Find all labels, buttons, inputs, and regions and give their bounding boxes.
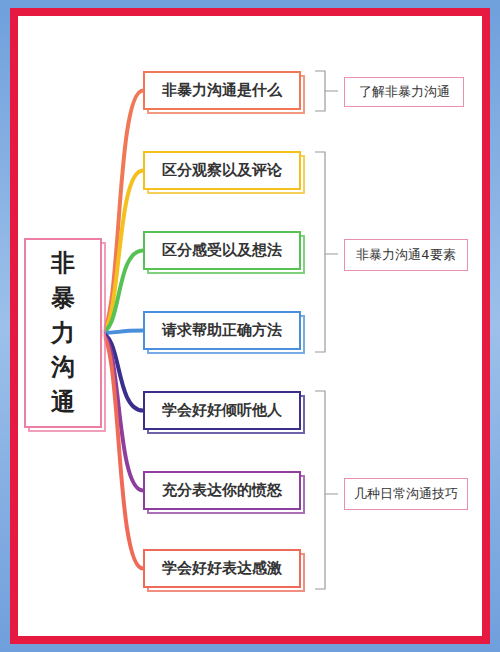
topic-text: 请求帮助正确方法 <box>162 321 282 340</box>
topic-text: 区分观察以及评论 <box>162 161 282 180</box>
branch-topic-box: 区分感受以及想法 <box>143 231 301 270</box>
root-topic-box: 非暴力沟通 <box>24 238 102 428</box>
branch-connector <box>100 331 143 334</box>
group-bracket <box>315 152 338 352</box>
branch-topic-box: 请求帮助正确方法 <box>143 311 301 350</box>
branch-topic-box: 学会好好表达感激 <box>143 549 301 588</box>
branch-connector <box>100 251 143 334</box>
branch-topic-box: 非暴力沟通是什么 <box>143 71 301 110</box>
summary-box: 非暴力沟通4要素 <box>344 239 468 271</box>
summary-box: 了解非暴力沟通 <box>344 77 464 107</box>
topic-text: 非暴力沟通是什么 <box>162 81 282 100</box>
branch-topic-box: 区分观察以及评论 <box>143 151 301 190</box>
group-bracket <box>315 71 338 111</box>
summary-box: 几种日常沟通技巧 <box>344 478 468 510</box>
topic-text: 充分表达你的愤怒 <box>162 481 282 500</box>
topic-text: 非暴力沟通4要素 <box>356 246 455 264</box>
branch-topic-box: 学会好好倾听他人 <box>143 391 301 430</box>
branch-connector <box>100 91 143 334</box>
topic-text: 区分感受以及想法 <box>162 241 282 260</box>
topic-text: 学会好好表达感激 <box>162 559 282 578</box>
branch-topic-box: 充分表达你的愤怒 <box>143 471 301 510</box>
topic-text: 几种日常沟通技巧 <box>354 485 458 503</box>
branch-connector <box>100 333 143 569</box>
branch-connector <box>100 171 143 334</box>
root-title: 非暴力沟通 <box>51 246 75 420</box>
group-bracket <box>315 391 338 589</box>
topic-text: 学会好好倾听他人 <box>162 401 282 420</box>
topic-text: 了解非暴力沟通 <box>359 83 450 101</box>
